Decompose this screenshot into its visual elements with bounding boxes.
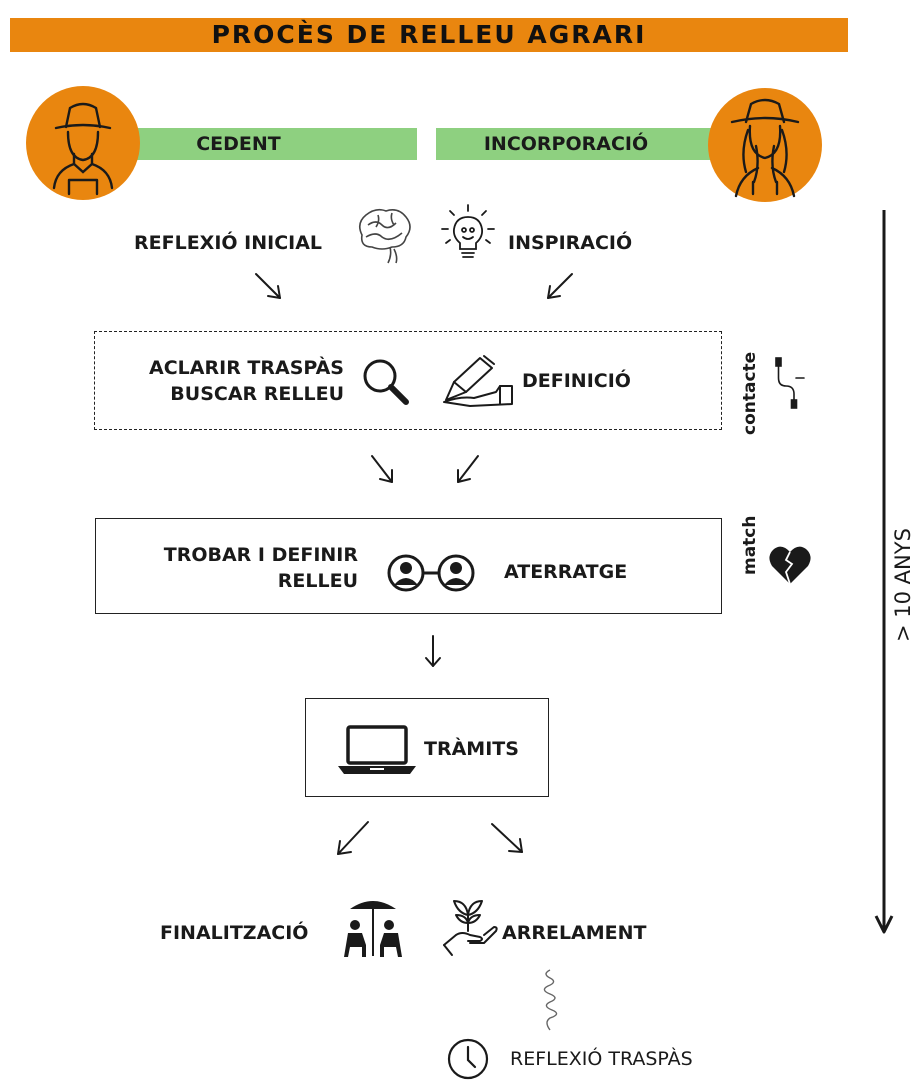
hand-writing-icon xyxy=(443,355,513,407)
cable-plug-icon xyxy=(775,357,805,409)
step-inspiracio: INSPIRACIÓ xyxy=(508,232,633,254)
contact-stage-box xyxy=(94,331,722,430)
page-title: PROCÈS DE RELLEU AGRARI xyxy=(211,20,647,49)
contacte-label: contacte xyxy=(740,351,760,435)
timeline-arrow xyxy=(874,210,894,934)
timeline-label: > 10 ANYS xyxy=(891,528,915,642)
arrow-down-left-2 xyxy=(457,455,479,483)
incorporacio-bar xyxy=(436,128,736,160)
role-incorporacio: INCORPORACIÓ xyxy=(483,133,649,155)
tramits-box xyxy=(305,698,549,797)
brain-icon xyxy=(358,208,411,264)
lightbulb-icon xyxy=(441,204,495,258)
step-reflexio-inicial: REFLEXIÓ INICIAL xyxy=(134,232,323,254)
arrow-down-left xyxy=(547,273,573,299)
farmer-woman-icon xyxy=(708,88,822,202)
arrow-down-right xyxy=(255,273,281,299)
step-aclarir-traspas: ACLARIR TRASPÀS xyxy=(149,357,344,379)
step-trobar-relleu: RELLEU xyxy=(277,570,358,592)
broken-heart-puzzle-icon xyxy=(769,546,811,585)
step-finalitzacio: FINALITZACIÓ xyxy=(160,922,309,944)
farmer-man-icon xyxy=(26,86,140,200)
step-arrelament: ARRELAMENT xyxy=(502,922,647,944)
role-cedent: CEDENT xyxy=(196,133,281,155)
beach-chairs-icon xyxy=(344,901,402,957)
arrow-down-right-2 xyxy=(371,455,393,483)
step-trobar-definir: TROBAR I DEFINIR xyxy=(163,544,358,566)
match-stage-box xyxy=(95,518,722,614)
title-bar xyxy=(10,18,848,52)
magnifier-icon xyxy=(363,359,409,405)
clock-icon xyxy=(447,1038,489,1080)
match-label: match xyxy=(740,515,760,576)
step-tramits: TRÀMITS xyxy=(424,738,519,760)
arrow-down-right-3 xyxy=(491,823,523,853)
arrow-down xyxy=(425,635,441,667)
step-definicio: DEFINICIÓ xyxy=(522,370,631,392)
spiral-line-icon xyxy=(543,969,558,1031)
step-buscar-relleu: BUSCAR RELLEU xyxy=(170,383,344,405)
hand-plant-icon xyxy=(443,900,498,956)
step-reflexio-traspas: REFLEXIÓ TRASPÀS xyxy=(510,1048,693,1070)
arrow-down-left-3 xyxy=(337,821,369,855)
step-aterratge: ATERRATGE xyxy=(504,561,628,583)
linked-people-icon xyxy=(387,554,475,592)
cedent-bar xyxy=(120,128,417,160)
laptop-icon xyxy=(338,725,416,774)
